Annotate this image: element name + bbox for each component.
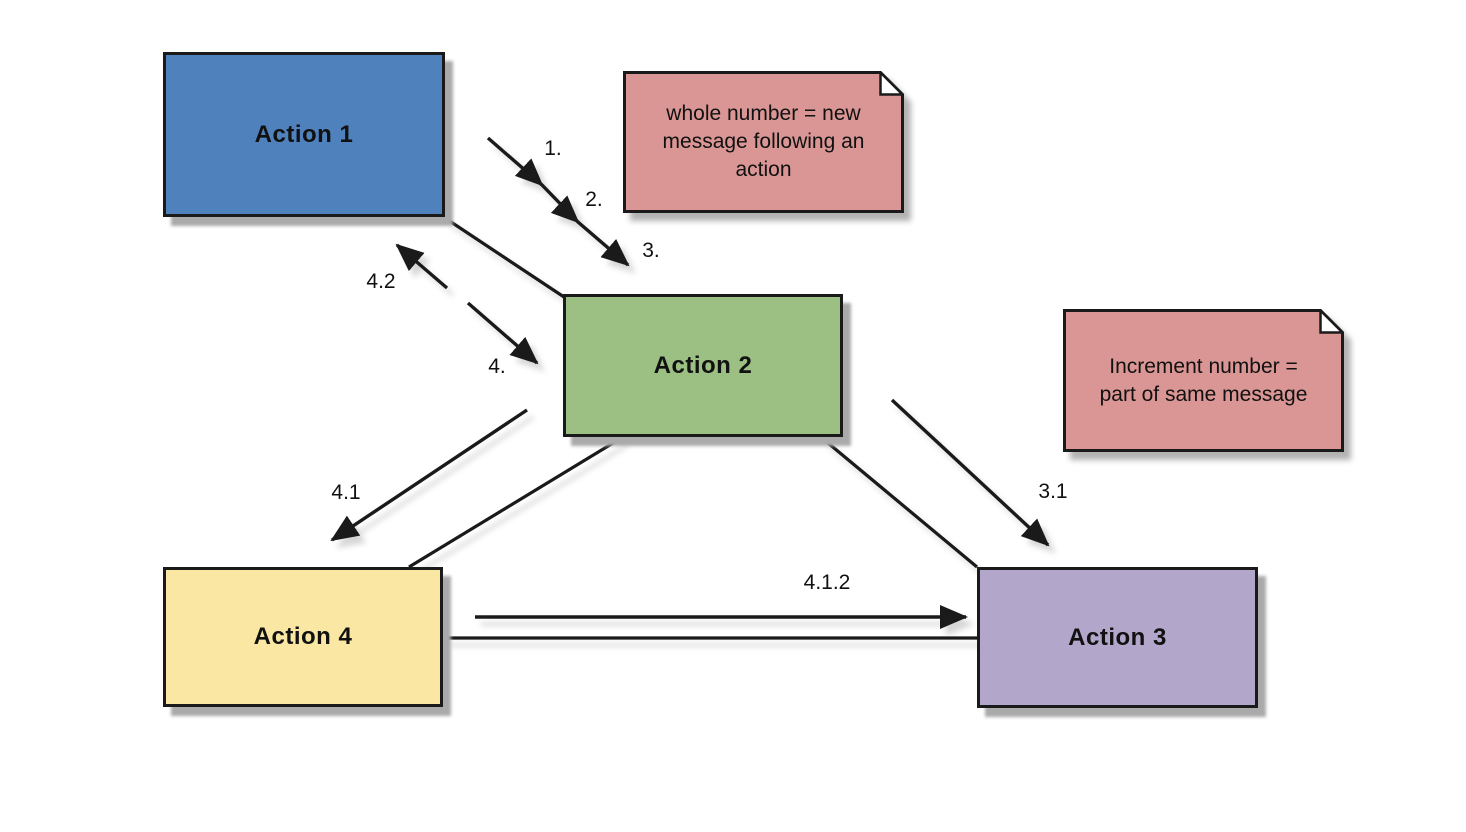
action-box-4-label: Action 4 bbox=[253, 623, 353, 650]
message-arrow-3-1 bbox=[890, 398, 1050, 547]
note-increment-number-text: Increment number = part of same message bbox=[1099, 354, 1308, 406]
action-box-1-label: Action 1 bbox=[254, 120, 354, 148]
message-arrow-4-2 bbox=[395, 243, 449, 290]
message-label-1: 1. bbox=[544, 137, 562, 160]
link-action2-action4 bbox=[408, 435, 624, 569]
action-box-1: Action 1 bbox=[163, 52, 445, 217]
link-action2-action3 bbox=[820, 436, 979, 569]
note-body bbox=[1063, 309, 1344, 452]
note-shape bbox=[623, 71, 904, 213]
message-arrow-4-1 bbox=[330, 408, 528, 542]
action-box-2: Action 2 bbox=[563, 294, 843, 437]
note-body bbox=[623, 71, 904, 213]
action-box-3: Action 3 bbox=[977, 567, 1258, 708]
message-arrow-4 bbox=[466, 301, 539, 365]
message-label-3-1: 3.1 bbox=[1038, 480, 1068, 503]
note-shape bbox=[1063, 309, 1344, 452]
action-box-3-label: Action 3 bbox=[1068, 623, 1167, 651]
message-label-3: 3. bbox=[642, 239, 660, 262]
note-increment-number: Increment number = part of same message bbox=[1063, 309, 1344, 452]
note-whole-number: whole number = new message following an … bbox=[623, 71, 904, 213]
message-label-4-1: 4.1 bbox=[331, 481, 361, 504]
message-label-2: 2. bbox=[585, 188, 603, 211]
note-fold-icon bbox=[1319, 309, 1344, 334]
message-label-4-1-2: 4.1.2 bbox=[803, 571, 851, 594]
link-action1-action2 bbox=[444, 216, 565, 299]
note-whole-number-text: whole number = new message following an … bbox=[662, 102, 865, 181]
action-box-4: Action 4 bbox=[163, 567, 443, 707]
message-label-4: 4. bbox=[488, 355, 506, 378]
action-box-2-label: Action 2 bbox=[653, 351, 753, 379]
message-label-4-2: 4.2 bbox=[366, 270, 396, 293]
note-fold-icon bbox=[879, 71, 904, 96]
